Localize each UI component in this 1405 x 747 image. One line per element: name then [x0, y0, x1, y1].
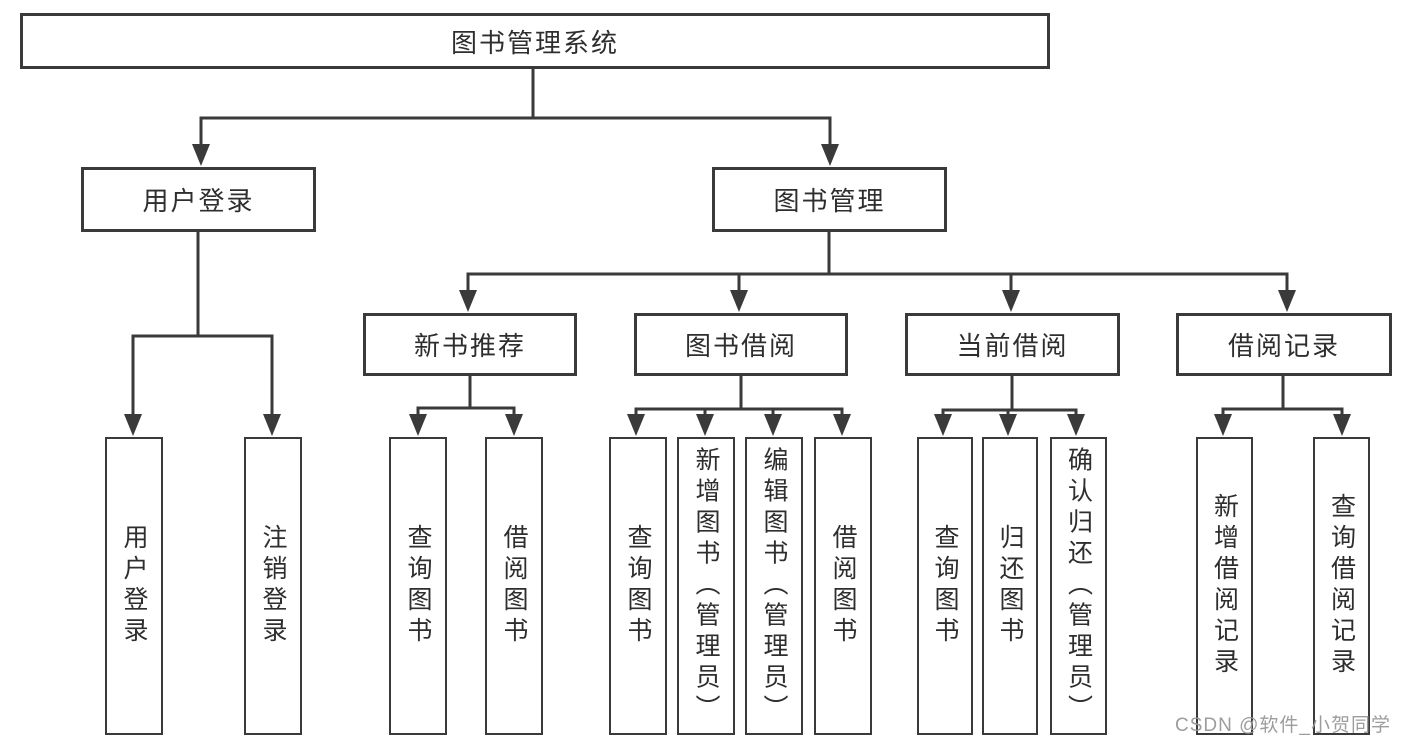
node-leaf-br-add: 新增借阅记录: [1196, 437, 1253, 735]
arrow-down-icon: [1002, 290, 1020, 312]
node-leaf-cb-query: 查询图书: [917, 437, 973, 735]
node-leaf-logout: 注销登录: [244, 437, 302, 735]
node-current-borrow-label: 当前借阅: [956, 331, 1069, 361]
node-leaf-nb-query: 查询图书: [389, 437, 447, 735]
node-borrow-records: 借阅记录: [1176, 313, 1392, 376]
node-book-mgmt-label: 图书管理: [773, 186, 886, 216]
node-borrow-records-label: 借阅记录: [1227, 331, 1340, 361]
connector-borrow-records: [1221, 374, 1344, 423]
arrow-down-icon: [999, 414, 1017, 436]
node-current-borrow: 当前借阅: [905, 313, 1120, 376]
node-leaf-br-query-label: 查询借阅记录: [1327, 493, 1356, 679]
node-leaf-cb-query-label: 查询图书: [931, 524, 959, 648]
arrow-down-icon: [833, 414, 851, 436]
connector-user-login: [131, 230, 274, 423]
node-leaf-user-login: 用户登录: [105, 437, 163, 735]
connector-book-borrow: [634, 374, 844, 423]
node-leaf-logout-label: 注销登录: [259, 524, 287, 648]
node-root-label: 图书管理系统: [450, 27, 619, 58]
arrow-down-icon: [821, 144, 839, 166]
node-book-borrow: 图书借阅: [634, 313, 848, 376]
node-leaf-bb-borrow: 借阅图书: [814, 437, 872, 735]
connector-new-books: [416, 374, 516, 423]
node-new-books: 新书推荐: [363, 313, 577, 376]
arrow-down-icon: [627, 414, 645, 436]
node-leaf-nb-borrow: 借阅图书: [485, 437, 543, 735]
node-leaf-bb-edit-label: 编辑图书（管理员）: [760, 446, 788, 726]
arrow-down-icon: [124, 414, 142, 436]
node-book-borrow-label: 图书借阅: [684, 331, 797, 361]
node-leaf-cb-confirm-label: 确认归还（管理员）: [1064, 446, 1093, 726]
node-user-login-label: 用户登录: [142, 186, 255, 216]
node-leaf-nb-borrow-label: 借阅图书: [500, 524, 528, 648]
arrow-down-icon: [505, 414, 523, 436]
arrow-down-icon: [192, 144, 210, 166]
arrow-down-icon: [1278, 290, 1296, 312]
node-leaf-cb-return: 归还图书: [982, 437, 1038, 735]
node-leaf-bb-add-label: 新增图书（管理员）: [692, 446, 720, 726]
node-leaf-cb-confirm: 确认归还（管理员）: [1050, 437, 1107, 735]
arrow-down-icon: [459, 290, 477, 312]
arrow-down-icon: [1333, 414, 1351, 436]
arrow-down-icon: [409, 414, 427, 436]
arrow-down-icon: [764, 414, 782, 436]
connector-book-mgmt: [466, 230, 1289, 298]
node-leaf-user-login-label: 用户登录: [120, 524, 148, 648]
node-book-mgmt: 图书管理: [712, 167, 947, 232]
node-leaf-bb-borrow-label: 借阅图书: [829, 524, 857, 648]
connector-root: [199, 67, 832, 154]
arrow-down-icon: [696, 414, 714, 436]
arrow-down-icon: [730, 290, 748, 312]
node-leaf-cb-return-label: 归还图书: [996, 524, 1024, 648]
arrow-down-icon: [1214, 414, 1232, 436]
node-user-login: 用户登录: [81, 167, 316, 232]
node-leaf-bb-add: 新增图书（管理员）: [677, 437, 735, 735]
node-new-books-label: 新书推荐: [413, 331, 526, 361]
node-leaf-nb-query-label: 查询图书: [404, 524, 432, 648]
arrow-down-icon: [934, 414, 952, 436]
node-leaf-bb-query: 查询图书: [609, 437, 667, 735]
node-leaf-bb-edit: 编辑图书（管理员）: [745, 437, 803, 735]
connector-current-borrow: [941, 374, 1078, 423]
node-leaf-bb-query-label: 查询图书: [624, 524, 652, 648]
node-leaf-br-query: 查询借阅记录: [1313, 437, 1370, 735]
arrow-down-icon: [1067, 414, 1085, 436]
watermark: CSDN @软件_小贺同学: [1175, 715, 1391, 736]
node-root: 图书管理系统: [20, 13, 1050, 69]
node-leaf-br-add-label: 新增借阅记录: [1210, 493, 1239, 679]
arrow-down-icon: [263, 414, 281, 436]
